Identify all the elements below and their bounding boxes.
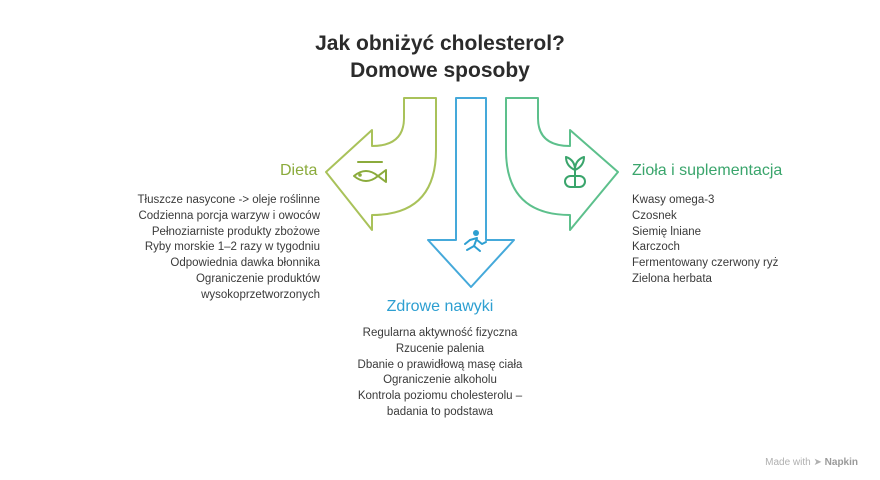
napkin-logo-icon: ➤: [813, 457, 822, 468]
heading-ziola: Zioła i suplementacja: [632, 162, 783, 179]
list-item: Kontrola poziomu cholesterolu – badania …: [357, 390, 523, 418]
list-item: Regularna aktywność fizyczna: [362, 327, 518, 339]
brand-prefix: Made with: [765, 457, 811, 468]
list-nawyki: Regularna aktywność fizyczna Rzucenie pa…: [340, 326, 540, 421]
list-item: Ograniczenie alkoholu: [383, 374, 497, 387]
brand-name: Napkin: [824, 457, 858, 468]
list-item: Codzienna porcja warzyw i owoców: [138, 209, 320, 222]
list-item: Kwasy omega-3: [632, 194, 715, 206]
list-item: Rzucenie palenia: [395, 342, 485, 355]
list-item: Siemię lniane: [632, 225, 702, 238]
list-item: Fermentowany czerwony ryż: [632, 257, 779, 270]
arrow-nawyki: [427, 97, 515, 288]
page-subtitle: Domowe sposoby: [350, 59, 530, 82]
list-item: Karczoch: [632, 241, 680, 254]
list-item: Dbanie o prawidłową masę ciała: [357, 358, 523, 371]
made-with-napkin-badge[interactable]: Made with ➤ Napkin: [765, 457, 858, 468]
list-item: Odpowiednia dawka błonnika: [170, 257, 320, 270]
heading-nawyki: Zdrowe nawyki: [386, 298, 494, 315]
runner-icon: [464, 230, 487, 252]
arrow-dieta: [325, 97, 437, 231]
arrow-ziola: [505, 97, 619, 231]
heading-dieta: Dieta: [280, 162, 318, 179]
list-item: Ograniczenie produktów wysokoprzetworzon…: [195, 272, 320, 301]
page-title: Jak obniżyć cholesterol?: [315, 32, 565, 55]
list-ziola: Kwasy omega-3 Czosnek Siemię lniane Karc…: [632, 193, 778, 288]
list-item: Czosnek: [632, 209, 677, 222]
list-item: Zielona herbata: [632, 272, 712, 285]
list-item: Pełnoziarniste produkty zbożowe: [151, 225, 320, 238]
pill-plant-icon: [564, 156, 586, 188]
list-item: Ryby morskie 1–2 razy w tygodniu: [144, 241, 320, 254]
list-dieta: Tłuszcze nasycone -> oleje roślinne Codz…: [90, 193, 321, 304]
list-item: Tłuszcze nasycone -> oleje roślinne: [137, 194, 321, 206]
fish-icon: [353, 161, 387, 183]
